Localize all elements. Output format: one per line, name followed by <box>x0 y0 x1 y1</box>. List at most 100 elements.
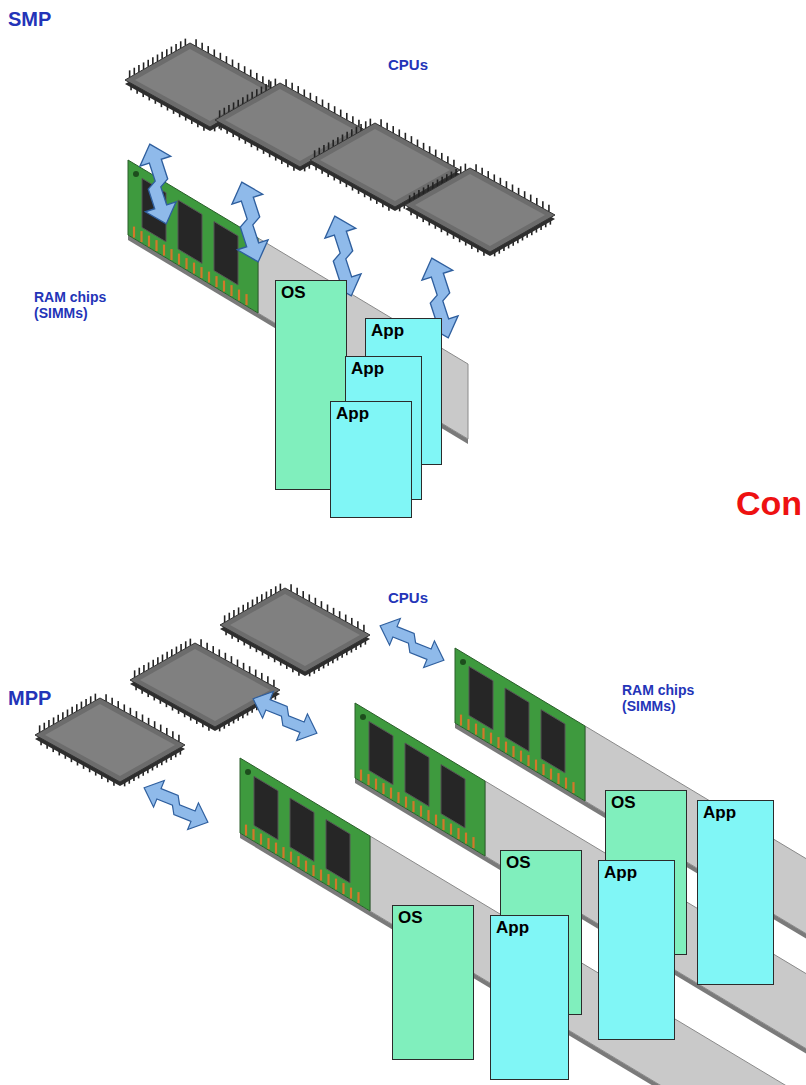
chip-pin <box>185 641 187 648</box>
chip-pin <box>518 188 520 195</box>
chip-pin <box>418 190 420 197</box>
chip-pin <box>176 647 178 654</box>
chip-pin <box>275 586 277 593</box>
chip-pin <box>157 657 159 664</box>
chip-pin <box>261 673 263 680</box>
chip-pin <box>328 142 330 149</box>
chip-pin <box>363 625 365 632</box>
chip-pin <box>261 87 263 94</box>
gold-contact <box>155 240 157 251</box>
chip-pin <box>432 182 434 189</box>
gold-contact <box>163 245 165 256</box>
chip-pin <box>310 93 312 100</box>
memory-chip <box>326 820 350 883</box>
chip-pin <box>178 735 180 742</box>
chip-pin <box>251 92 253 99</box>
gold-contact <box>140 231 142 242</box>
chip-pin <box>154 721 156 728</box>
gold-contact <box>320 870 322 881</box>
gold-contact <box>520 751 522 762</box>
chip-pin <box>262 76 264 83</box>
chip-pin <box>351 618 353 625</box>
chip-pin <box>76 704 78 711</box>
gold-contact <box>465 833 467 844</box>
chip-pin <box>242 97 244 104</box>
chip-pin <box>43 723 45 730</box>
chip-pin <box>429 146 431 153</box>
chip-pin <box>207 46 209 53</box>
chip-pin <box>166 49 168 56</box>
chip-pin <box>62 712 64 719</box>
chip-pin <box>441 153 443 160</box>
gold-contact <box>572 782 574 793</box>
chip-pin <box>493 174 495 181</box>
chip-pin <box>67 710 69 717</box>
gold-contact <box>327 874 329 885</box>
gold-contact <box>208 272 210 283</box>
board-pcb <box>355 703 485 856</box>
cpu-label: CPUs <box>388 589 428 606</box>
gold-contact <box>170 249 172 260</box>
chip-pin <box>161 52 163 59</box>
chip-pin <box>152 57 154 64</box>
gold-contact <box>252 829 254 840</box>
gold-contact <box>360 770 362 781</box>
chip-top <box>230 594 360 666</box>
chip-pin <box>130 708 132 715</box>
chip-pin <box>360 124 362 131</box>
chip-pin <box>417 140 419 147</box>
gold-contact <box>342 883 344 894</box>
chip-pin <box>441 177 443 184</box>
chip-pin <box>220 53 222 60</box>
gold-contact <box>178 254 180 265</box>
chip-pin <box>321 601 323 608</box>
chip-pin <box>351 129 353 136</box>
memory-chip <box>290 798 314 861</box>
chip-pin <box>123 704 125 711</box>
gold-contact <box>267 838 269 849</box>
gold-contact <box>367 774 369 785</box>
chip-pin <box>250 70 252 77</box>
chip-pin <box>318 148 320 155</box>
chip-pin <box>327 605 329 612</box>
gold-contact <box>305 861 307 872</box>
gold-contact <box>527 755 529 766</box>
chip-pin <box>134 670 136 677</box>
gold-contact <box>475 724 477 735</box>
chip-pin <box>273 680 275 687</box>
ram-label: RAM chips (SIMMs) <box>622 682 710 714</box>
chip-pin <box>453 160 455 167</box>
chip-pin <box>266 592 268 599</box>
gold-contact <box>290 852 292 863</box>
chip-pin <box>437 180 439 187</box>
chip-pin <box>302 591 304 598</box>
chip-pin <box>270 589 272 596</box>
chip-pin <box>200 639 202 646</box>
chip-pin <box>255 670 257 677</box>
data-arrow <box>136 774 217 835</box>
chip-pin <box>185 39 187 46</box>
chip-pin <box>446 174 448 181</box>
gold-contact <box>200 267 202 278</box>
data-arrow <box>372 612 453 673</box>
cpu-chip <box>35 694 185 787</box>
chip-pin <box>232 60 234 67</box>
chip-pin <box>481 168 483 175</box>
gold-contact <box>550 769 552 780</box>
gold-contact <box>542 764 544 775</box>
chip-pin <box>48 720 50 727</box>
chip-pin <box>147 60 149 67</box>
chip-pin <box>265 84 267 91</box>
chip-pin <box>500 178 502 185</box>
memory-chip <box>369 721 393 784</box>
chip-pin <box>465 164 467 171</box>
chip-pin <box>218 649 220 656</box>
chip-pin <box>460 166 462 173</box>
gold-contact <box>412 801 414 812</box>
chip-pin <box>105 694 107 701</box>
chip-pin <box>475 164 477 171</box>
gold-contact <box>435 815 437 826</box>
chip-pin <box>291 83 293 90</box>
gold-contact <box>335 879 337 890</box>
chip-pin <box>243 663 245 670</box>
